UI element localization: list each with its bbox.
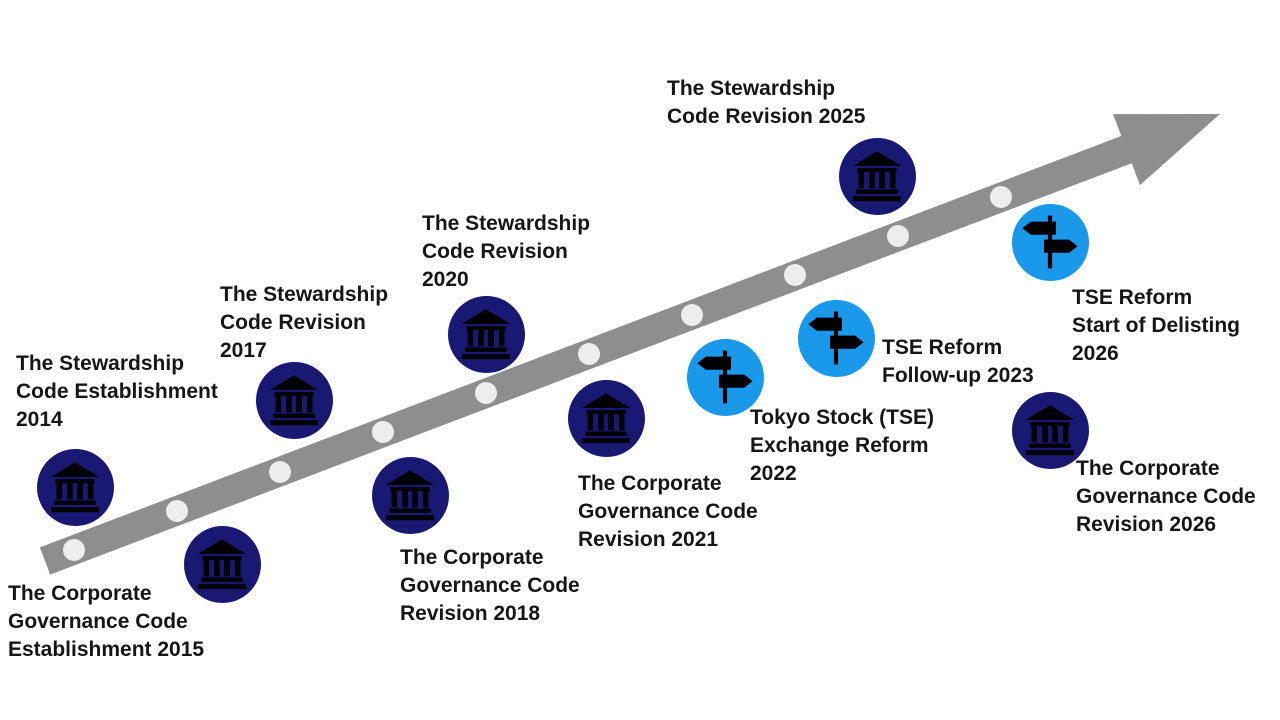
event-2021-label: The Corporate Governance Code Revision 2… [578, 472, 758, 551]
event-2021-circle [567, 379, 645, 457]
bank-icon [458, 306, 514, 362]
event-2015-circle [183, 525, 261, 603]
timeline-dot [475, 382, 497, 404]
event-2018-label: The Corporate Governance Code Revision 2… [400, 546, 580, 625]
timeline-dot [887, 225, 909, 247]
event-2017-circle [255, 361, 333, 439]
timeline-dot [784, 264, 806, 286]
event-2014-label: The Stewardship Code Establishment 2014 [16, 352, 218, 431]
bank-icon [578, 390, 634, 446]
timeline-dot [681, 304, 703, 326]
event-2023-label: TSE Reform Follow-up 2023 [882, 336, 1034, 387]
event-2026-cgc-circle [1011, 391, 1089, 469]
event-2015-label: The Corporate Governance Code Establishm… [8, 582, 205, 661]
signpost-icon [695, 347, 755, 407]
timeline-dot [166, 500, 188, 522]
event-2014-circle [36, 448, 114, 526]
signpost-icon [1020, 212, 1080, 272]
bank-icon [382, 467, 438, 523]
timeline-dot [269, 461, 291, 483]
event-2022-circle [686, 338, 764, 416]
event-2025-label: The Stewardship Code Revision 2025 [667, 77, 866, 128]
event-2026-tse-label: TSE Reform Start of Delisting 2026 [1072, 286, 1241, 365]
timeline-dot [578, 343, 600, 365]
event-2026-cgc-label: The Corporate Governance Code Revision 2… [1076, 457, 1256, 536]
bank-icon [1022, 402, 1078, 458]
arrow-shape [39, 114, 1220, 575]
event-2023-circle [797, 299, 875, 377]
timeline-dot [990, 186, 1012, 208]
bank-icon [849, 148, 905, 204]
event-2022-label: Tokyo Stock (TSE) Exchange Reform 2022 [750, 406, 934, 485]
signpost-icon [806, 308, 866, 368]
event-2026-tse-circle [1011, 203, 1089, 281]
bank-icon [266, 372, 322, 428]
timeline-dot [372, 421, 394, 443]
event-2025-circle [838, 137, 916, 215]
event-2018-circle [371, 456, 449, 534]
timeline-dot [63, 539, 85, 561]
event-2020-label: The Stewardship Code Revision 2020 [422, 212, 591, 291]
bank-icon [47, 459, 103, 515]
event-2017-label: The Stewardship Code Revision 2017 [220, 283, 389, 362]
event-2020-circle [447, 295, 525, 373]
